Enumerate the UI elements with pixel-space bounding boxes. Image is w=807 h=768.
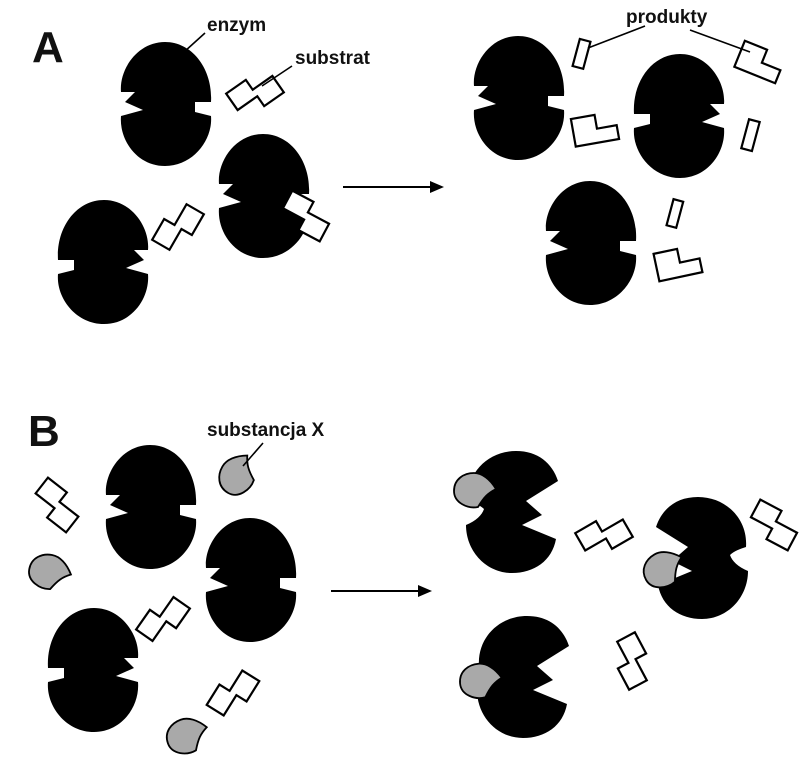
- enzyme-b3: [47, 608, 139, 732]
- substance-x-leader-line: [242, 442, 264, 467]
- panel-b-letter: B: [28, 407, 60, 456]
- panel-b: B substancja X: [25, 407, 804, 760]
- substrate-b1: [27, 476, 87, 534]
- enzyme-b4-inhibited: [466, 451, 558, 573]
- enzyme-b2: [205, 518, 297, 642]
- product-a2: [733, 39, 787, 85]
- product-a6: [652, 243, 704, 283]
- enzyme-a6: [545, 181, 637, 305]
- substrate-a1: [225, 65, 285, 121]
- substance-x-label: substancja X: [207, 420, 325, 441]
- substrate-b2: [135, 589, 191, 649]
- product-a3: [569, 110, 621, 148]
- reaction-arrow-b: [331, 585, 432, 597]
- reaction-arrow-a: [343, 181, 444, 193]
- products-label: produkty: [626, 7, 708, 28]
- enzyme-a3: [57, 200, 149, 324]
- enzyme-a5: [633, 54, 725, 178]
- products-leader-line-2: [689, 29, 751, 53]
- substrate-b3: [205, 663, 261, 723]
- product-a1: [571, 37, 592, 71]
- substrate-a2: [151, 197, 205, 257]
- substance-x-b2: [25, 550, 75, 594]
- substance-x-b1: [211, 446, 265, 502]
- panel-a: A enzym substrat: [32, 7, 787, 324]
- panel-a-letter: A: [32, 23, 64, 72]
- enzyme-b1: [105, 445, 197, 569]
- enzyme-a4: [473, 36, 565, 160]
- products-leader-line-1: [587, 25, 646, 49]
- substrate-b6: [605, 631, 659, 691]
- substrate-label: substrat: [295, 48, 371, 69]
- enzyme-a1: [120, 42, 212, 166]
- substrate-leader-line: [261, 65, 293, 87]
- product-a4: [739, 117, 762, 153]
- substrate-b4: [574, 508, 634, 562]
- product-a5: [665, 197, 685, 230]
- substrate-b5: [744, 498, 804, 552]
- enzyme-label: enzym: [207, 15, 266, 36]
- enzyme-leader-line: [183, 32, 206, 53]
- substance-x-b3: [160, 711, 214, 760]
